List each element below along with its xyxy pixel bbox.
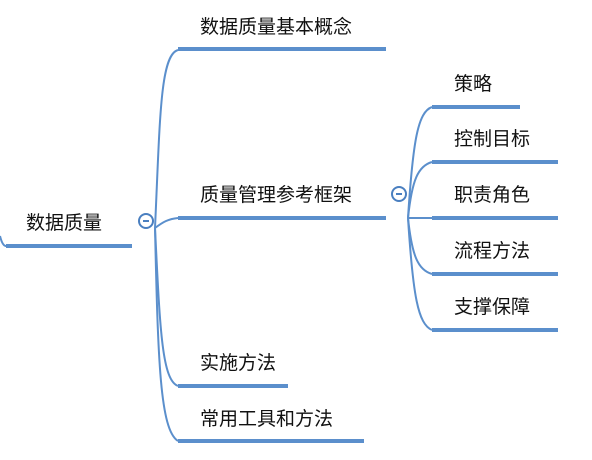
child-node-label[interactable]: 职责角色 xyxy=(454,184,531,206)
branch-node-underline xyxy=(178,439,364,443)
child-node-label[interactable]: 支撑保障 xyxy=(454,296,531,318)
connector-branch-2-child-2 xyxy=(407,161,433,219)
branch-node-label[interactable]: 实施方法 xyxy=(200,352,277,374)
branch-node-underline xyxy=(178,216,386,220)
branch-collapse-icon[interactable] xyxy=(391,186,407,202)
branch-node-underline xyxy=(178,47,386,51)
child-node-underline xyxy=(432,105,520,109)
child-node-underline xyxy=(432,216,558,220)
connector-branch-2-child-1 xyxy=(407,106,433,219)
connector-root-branch-3 xyxy=(154,227,179,387)
child-node-underline xyxy=(432,272,558,276)
branch-node-underline xyxy=(178,384,288,388)
connector-branch-2-child-5 xyxy=(407,217,433,331)
branch-node-label[interactable]: 质量管理参考框架 xyxy=(200,184,353,206)
root-node-underline xyxy=(6,244,132,248)
connector-root-left-stub xyxy=(0,235,7,247)
child-node-label[interactable]: 流程方法 xyxy=(454,240,531,262)
connector-root-branch-1 xyxy=(154,49,179,229)
child-node-label[interactable]: 策略 xyxy=(454,73,493,95)
child-node-underline xyxy=(432,160,558,164)
connector-root-branch-4 xyxy=(154,227,179,442)
child-node-underline xyxy=(432,328,558,332)
connector-root-branch-2 xyxy=(154,217,179,229)
root-node-label[interactable]: 数据质量 xyxy=(26,212,103,234)
root-collapse-icon[interactable] xyxy=(138,213,154,229)
child-node-label[interactable]: 控制目标 xyxy=(454,128,531,150)
branch-node-label[interactable]: 常用工具和方法 xyxy=(200,408,334,430)
branch-node-label[interactable]: 数据质量基本概念 xyxy=(200,16,353,38)
